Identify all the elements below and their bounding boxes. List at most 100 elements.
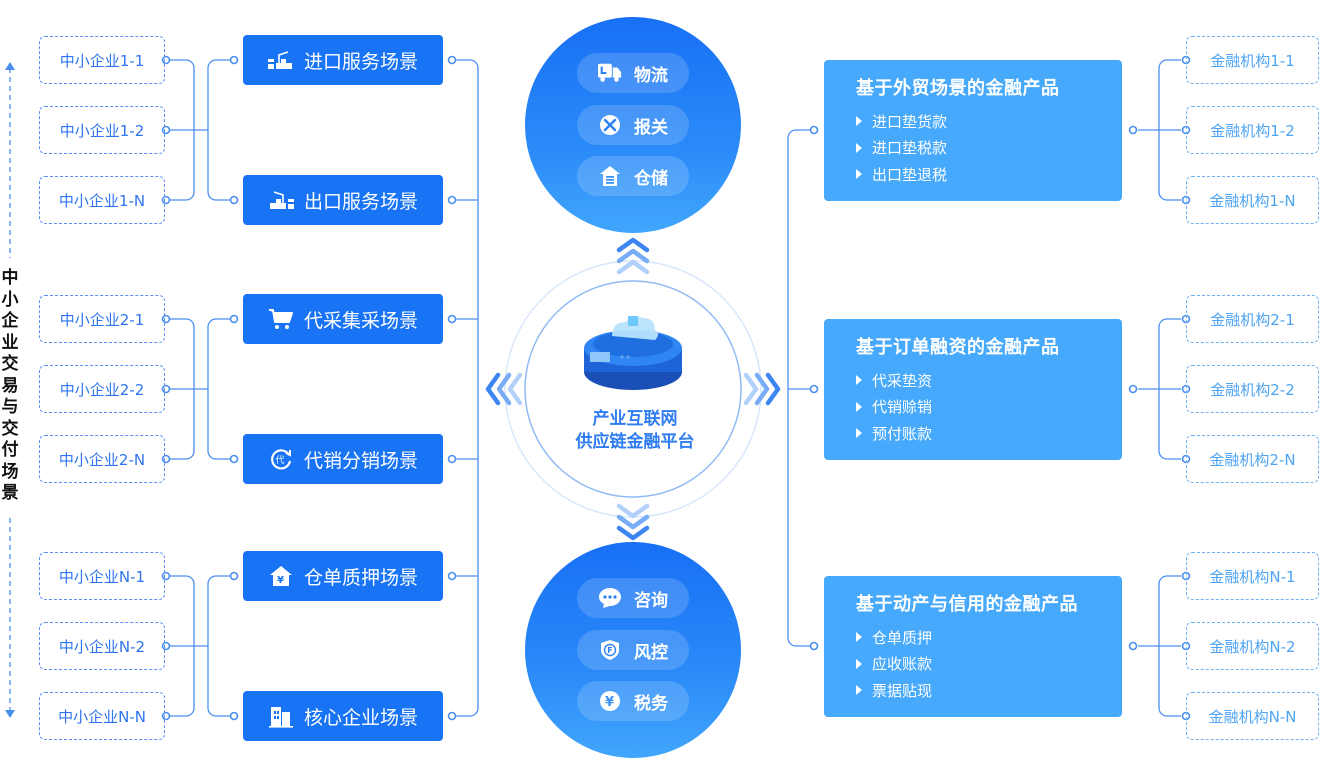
service-label: 物流: [634, 65, 668, 86]
scenario-import[interactable]: 进口服务场景: [243, 35, 443, 85]
platform-title-line1: 产业互联网: [592, 409, 678, 429]
caret-right-icon: [856, 401, 862, 412]
scenario-label: 进口服务场景: [303, 50, 418, 73]
fin-bracket-3: [1158, 575, 1181, 717]
scenario-label: 出口服务场景: [303, 190, 418, 213]
product-item-label: 进口垫货款: [872, 112, 948, 131]
sme-item[interactable]: 中小企业1-1: [39, 36, 165, 84]
sme-item[interactable]: 中小企业N-2: [39, 622, 165, 670]
warehouse-yuan-icon: ¥: [268, 565, 294, 587]
service-warehousing[interactable]: 仓储: [577, 156, 689, 196]
product-title: 基于外贸场景的金融产品: [856, 78, 1060, 99]
sme-item[interactable]: 中小企业2-2: [39, 365, 165, 413]
service-label: 咨询: [634, 590, 668, 611]
sme-item[interactable]: 中小企业N-1: [39, 552, 165, 600]
caret-right-icon: [856, 375, 862, 386]
product-card-foreign-trade[interactable]: 基于外贸场景的金融产品 进口垫货款 进口垫税款 出口垫退税: [824, 60, 1122, 201]
side-title-char: 与: [1, 397, 19, 417]
scenario-label: 核心企业场景: [303, 706, 418, 729]
caret-right-icon: [856, 685, 862, 696]
platform-title-line2: 供应链金融平台: [575, 432, 695, 452]
side-title-char: 业: [1, 332, 19, 353]
service-label: 仓储: [634, 168, 668, 189]
product-card-order-financing[interactable]: 基于订单融资的金融产品 代采垫资 代销赊销 预付账款: [824, 319, 1122, 460]
fin-item[interactable]: 金融机构2-N: [1186, 435, 1319, 483]
caret-right-icon: [856, 632, 862, 643]
fin-item[interactable]: 金融机构1-N: [1186, 176, 1319, 224]
side-title: 中小企业交易与交付场景: [0, 268, 20, 505]
sme-bracket-1: [170, 59, 195, 201]
sme-item[interactable]: 中小企业N-N: [39, 692, 165, 740]
scene-trunk: [456, 59, 479, 717]
scene-bracket-3: [207, 575, 234, 717]
scenario-core-enterprise[interactable]: 核心企业场景: [243, 691, 443, 741]
fin-item[interactable]: 金融机构1-1: [1186, 36, 1319, 84]
scenario-label: 仓单质押场景: [303, 566, 418, 589]
fin-item[interactable]: 金融机构2-2: [1186, 365, 1319, 413]
side-title-char: 景: [1, 483, 19, 503]
consignment-icon: 代: [268, 448, 294, 470]
fin-item[interactable]: 金融机构N-2: [1186, 622, 1319, 670]
side-title-char: 付: [1, 440, 19, 460]
product-item-label: 代销赊销: [872, 398, 933, 417]
service-label: 税务: [634, 693, 668, 714]
side-title-char: 易: [1, 375, 19, 396]
product-item: 预付账款: [856, 420, 1122, 447]
service-consulting[interactable]: 咨询: [577, 578, 689, 618]
sme-bracket-3: [170, 575, 195, 717]
platform-title: 产业互联网 供应链金融平台: [545, 408, 725, 454]
yuan-coin-icon: ¥: [598, 689, 622, 713]
fin-item[interactable]: 金融机构1-2: [1186, 106, 1319, 154]
service-customs[interactable]: 报关: [577, 105, 689, 145]
service-logistics[interactable]: 物流: [577, 53, 689, 93]
product-item-label: 代采垫资: [872, 371, 933, 390]
scenario-procurement[interactable]: 代采集采场景: [243, 294, 443, 344]
scenario-distribution[interactable]: 代 代销分销场景: [243, 434, 443, 484]
product-title: 基于动产与信用的金融产品: [856, 594, 1078, 615]
svg-text:¥: ¥: [605, 695, 614, 710]
svg-text:¥: ¥: [277, 575, 284, 586]
sme-bracket-2: [170, 318, 195, 460]
product-card-movable-credit[interactable]: 基于动产与信用的金融产品 仓单质押 应收账款 票据贴现: [824, 576, 1122, 717]
side-title-char: 企: [1, 311, 19, 331]
building-icon: [268, 705, 294, 728]
chat-bubble-icon: [598, 586, 622, 610]
fin-item[interactable]: 金融机构N-1: [1186, 552, 1319, 600]
scenario-label: 代销分销场景: [303, 449, 418, 472]
fin-item[interactable]: 金融机构2-1: [1186, 295, 1319, 343]
caret-right-icon: [856, 169, 862, 180]
customs-tools-icon: [598, 113, 622, 137]
service-tax[interactable]: ¥ 税务: [577, 681, 689, 721]
top-services-circle: 物流 报关 仓储: [525, 17, 741, 233]
scene-bracket-2: [207, 318, 234, 460]
sme-item[interactable]: 中小企业1-N: [39, 176, 165, 224]
outer-ring: [504, 260, 762, 518]
chevron-right-icon: [743, 372, 781, 406]
scenario-export[interactable]: 出口服务场景: [243, 175, 443, 225]
sme-item[interactable]: 中小企业1-2: [39, 106, 165, 154]
sme-item[interactable]: 中小企业2-1: [39, 295, 165, 343]
product-item: 代销赊销: [856, 394, 1122, 421]
product-item: 出口垫退税: [856, 161, 1122, 188]
side-title-char: 交: [1, 418, 19, 439]
product-item: 应收账款: [856, 651, 1122, 678]
caret-right-icon: [856, 428, 862, 439]
bottom-services-circle: 咨询 F 风控 ¥ 税务: [525, 542, 741, 758]
product-item: 票据贴现: [856, 677, 1122, 704]
chevron-up-icon: [616, 237, 650, 275]
side-title-char: 中: [1, 268, 19, 288]
timeline-up-arrow-icon: [5, 62, 15, 70]
fin-item[interactable]: 金融机构N-N: [1186, 692, 1319, 740]
platform-server-icon: [584, 316, 682, 390]
import-crane-icon: [267, 49, 294, 71]
product-item-label: 出口垫退税: [872, 165, 948, 184]
sme-item[interactable]: 中小企业2-N: [39, 435, 165, 483]
product-item: 进口垫货款: [856, 108, 1122, 135]
product-item-label: 预付账款: [872, 424, 933, 443]
service-risk-control[interactable]: F 风控: [577, 630, 689, 670]
truck-icon: [598, 61, 622, 85]
side-title-char: 交: [1, 354, 19, 374]
scenario-warehouse-pledge[interactable]: ¥ 仓单质押场景: [243, 551, 443, 601]
chevron-down-icon: [616, 503, 650, 541]
product-item: 进口垫税款: [856, 135, 1122, 162]
